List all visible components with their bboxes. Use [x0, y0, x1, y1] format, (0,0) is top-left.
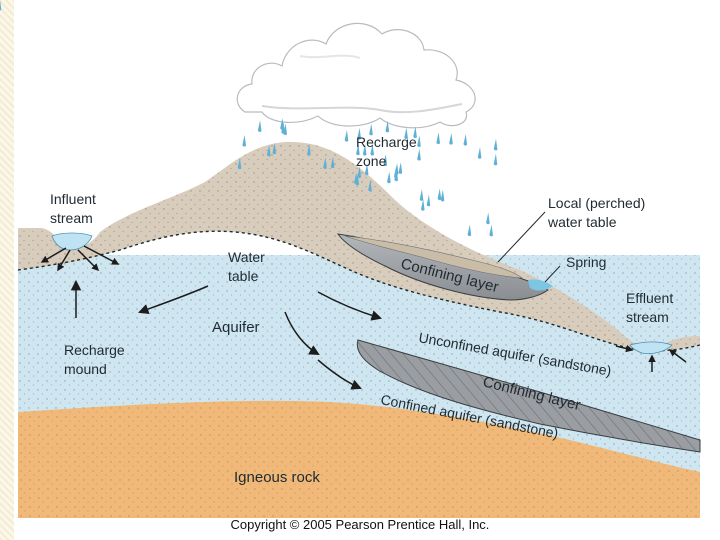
perched-water-zone: [344, 235, 523, 279]
rain-drop-icon: [357, 127, 361, 140]
rain-drop-icon: [242, 135, 247, 147]
rain-drop-icon: [493, 138, 498, 151]
rain-drop-icon: [477, 147, 482, 159]
copyright-notice: Copyright © 2005 Pearson Prentice Hall, …: [230, 517, 490, 532]
rain-drop-icon: [370, 143, 374, 156]
rain-drop-icon: [356, 143, 360, 156]
rain-drop-icon: [369, 123, 373, 136]
rain-drop-icon: [417, 148, 421, 161]
rain-drop-icon: [307, 144, 311, 156]
rain-drop-icon: [421, 199, 425, 211]
rain-drop-icon: [436, 132, 440, 145]
water-table-line: [17, 230, 701, 352]
rain-drop-icon: [354, 172, 358, 185]
rain-drop-icon: [440, 189, 445, 202]
water-table-label: Water table: [228, 249, 269, 284]
effluent-stream-label: Effluent stream: [626, 290, 677, 325]
rain-drop-icon: [394, 169, 398, 182]
rain-drop-icon: [267, 144, 271, 157]
rain-drop-icon: [344, 130, 349, 142]
rain-drop-icon: [0, 0, 2, 11]
rain-drop-icon: [357, 166, 362, 178]
influent-stream-label: Influent stream: [50, 191, 100, 226]
rain-drop-icon: [493, 153, 498, 166]
rain-drop-icon: [419, 189, 424, 201]
rain-drop-icon: [437, 188, 442, 201]
slide-border-decoration: [0, 0, 14, 540]
rain-drop-icon: [257, 120, 262, 132]
rain-drop-icon: [398, 162, 403, 174]
rain-drop-icon: [449, 133, 453, 145]
flow-arrow-icon: [40, 245, 687, 390]
rain-drop-icon: [237, 157, 242, 170]
perched-water-table-leader: [497, 211, 546, 263]
cloud-icon: [236, 22, 476, 129]
rain-drop-icon: [417, 135, 421, 148]
lower-confining-layer: [356, 339, 701, 453]
rain-drop-icon: [489, 224, 493, 237]
rain-drop-icon: [404, 127, 408, 140]
rain-drop-icon: [323, 157, 327, 169]
recharge-zone-label: Recharge zone: [356, 134, 421, 169]
rain-drop-icon: [383, 154, 388, 166]
rain-drops: [237, 118, 498, 237]
igneous-rock-layer: [18, 400, 700, 518]
perched-water-table-label: Local (perched) water table: [547, 195, 649, 230]
effluent-stream-water: [629, 341, 673, 354]
rain-drop-icon: [486, 212, 490, 225]
rain-drop-icon: [368, 179, 372, 192]
rain-drop-icon: [387, 171, 391, 184]
igneous-rock-label: Igneous rock: [234, 469, 320, 486]
rain-drop-icon: [330, 156, 335, 169]
rain-drop-icon: [463, 134, 468, 146]
rain-drop-icon: [413, 126, 417, 139]
rain-drop-icon: [426, 194, 431, 207]
rain-drop-icon: [364, 163, 369, 176]
aquifer-label: Aquifer: [212, 319, 260, 336]
spring-label: Spring: [566, 254, 606, 270]
spring-water: [528, 279, 553, 291]
rain-drop-icon: [272, 142, 277, 155]
rain-drop-icon: [385, 120, 390, 133]
recharge-mound-label: Recharge mound: [64, 342, 129, 377]
rain-drop-icon: [362, 144, 367, 156]
rain-drop-icon: [280, 118, 284, 130]
influent-stream-water: [51, 232, 93, 251]
rain-drop-icon: [467, 224, 472, 237]
spring-leader: [544, 265, 561, 283]
